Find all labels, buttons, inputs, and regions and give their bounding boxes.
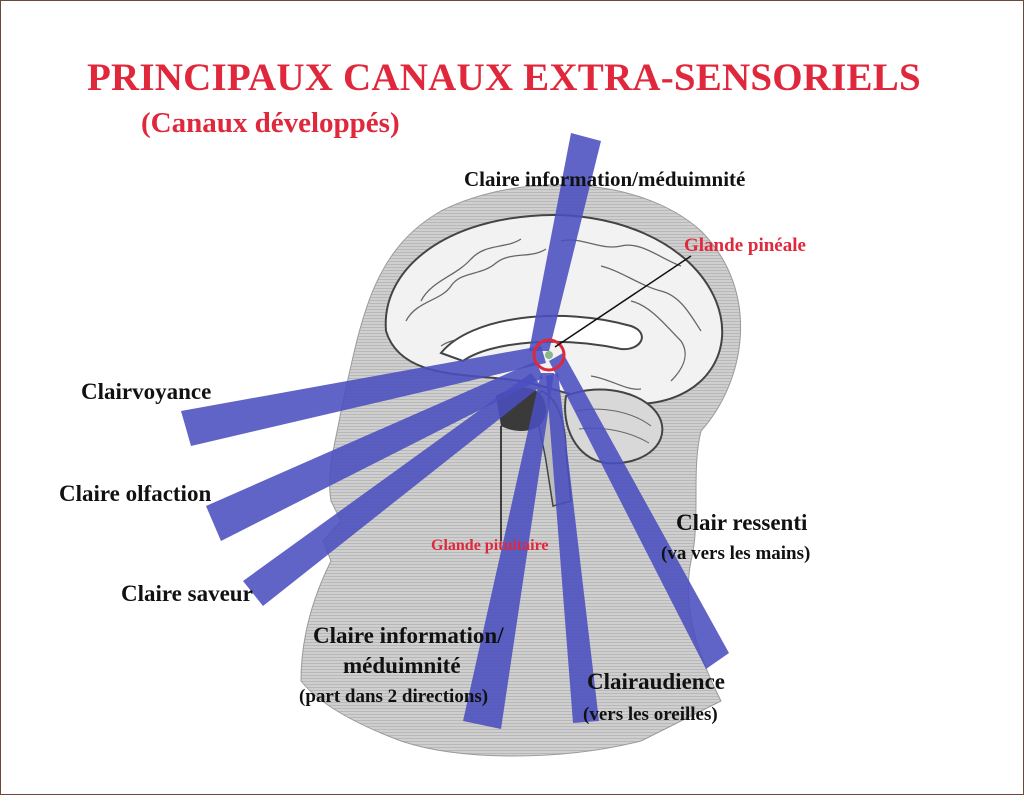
subtitle: (Canaux développés) xyxy=(141,107,400,139)
label-audience-note: (vers les oreilles) xyxy=(583,704,718,725)
label-pituitary-gland: Glande pituitaire xyxy=(431,537,549,554)
label-info-bottom-line2: méduimnité xyxy=(343,653,461,678)
channel-beams xyxy=(181,133,729,729)
beam-ressenti xyxy=(549,353,729,669)
main-title: PRINCIPAUX CANAUX EXTRA-SENSORIELS xyxy=(87,56,921,99)
beam-saveur xyxy=(243,373,541,606)
label-info-bottom-line1: Claire information/ xyxy=(313,623,504,648)
beam-clairvoyance xyxy=(181,346,546,446)
label-clair-ressenti: Clair ressenti xyxy=(676,510,808,535)
label-ressenti-note: (va vers les mains) xyxy=(661,543,811,564)
label-pineal-gland: Glande pinéale xyxy=(684,235,806,256)
beam-top xyxy=(529,133,601,351)
label-claire-olfaction: Claire olfaction xyxy=(59,481,212,506)
label-claire-saveur: Claire saveur xyxy=(121,581,253,606)
label-clairvoyance: Clairvoyance xyxy=(81,379,212,404)
pineal-leader-line xyxy=(554,255,692,348)
pineal-gland-marker xyxy=(532,338,566,372)
beam-olfaction xyxy=(206,361,543,541)
beam-info-bottom xyxy=(463,373,554,729)
pineal-gland-dot xyxy=(545,351,553,359)
label-info-bottom-line3: (part dans 2 directions) xyxy=(299,686,489,707)
label-clairaudience: Clairaudience xyxy=(587,669,725,694)
beam-audience xyxy=(546,373,599,723)
label-top-channel: Claire information/méduimnité xyxy=(464,167,746,191)
